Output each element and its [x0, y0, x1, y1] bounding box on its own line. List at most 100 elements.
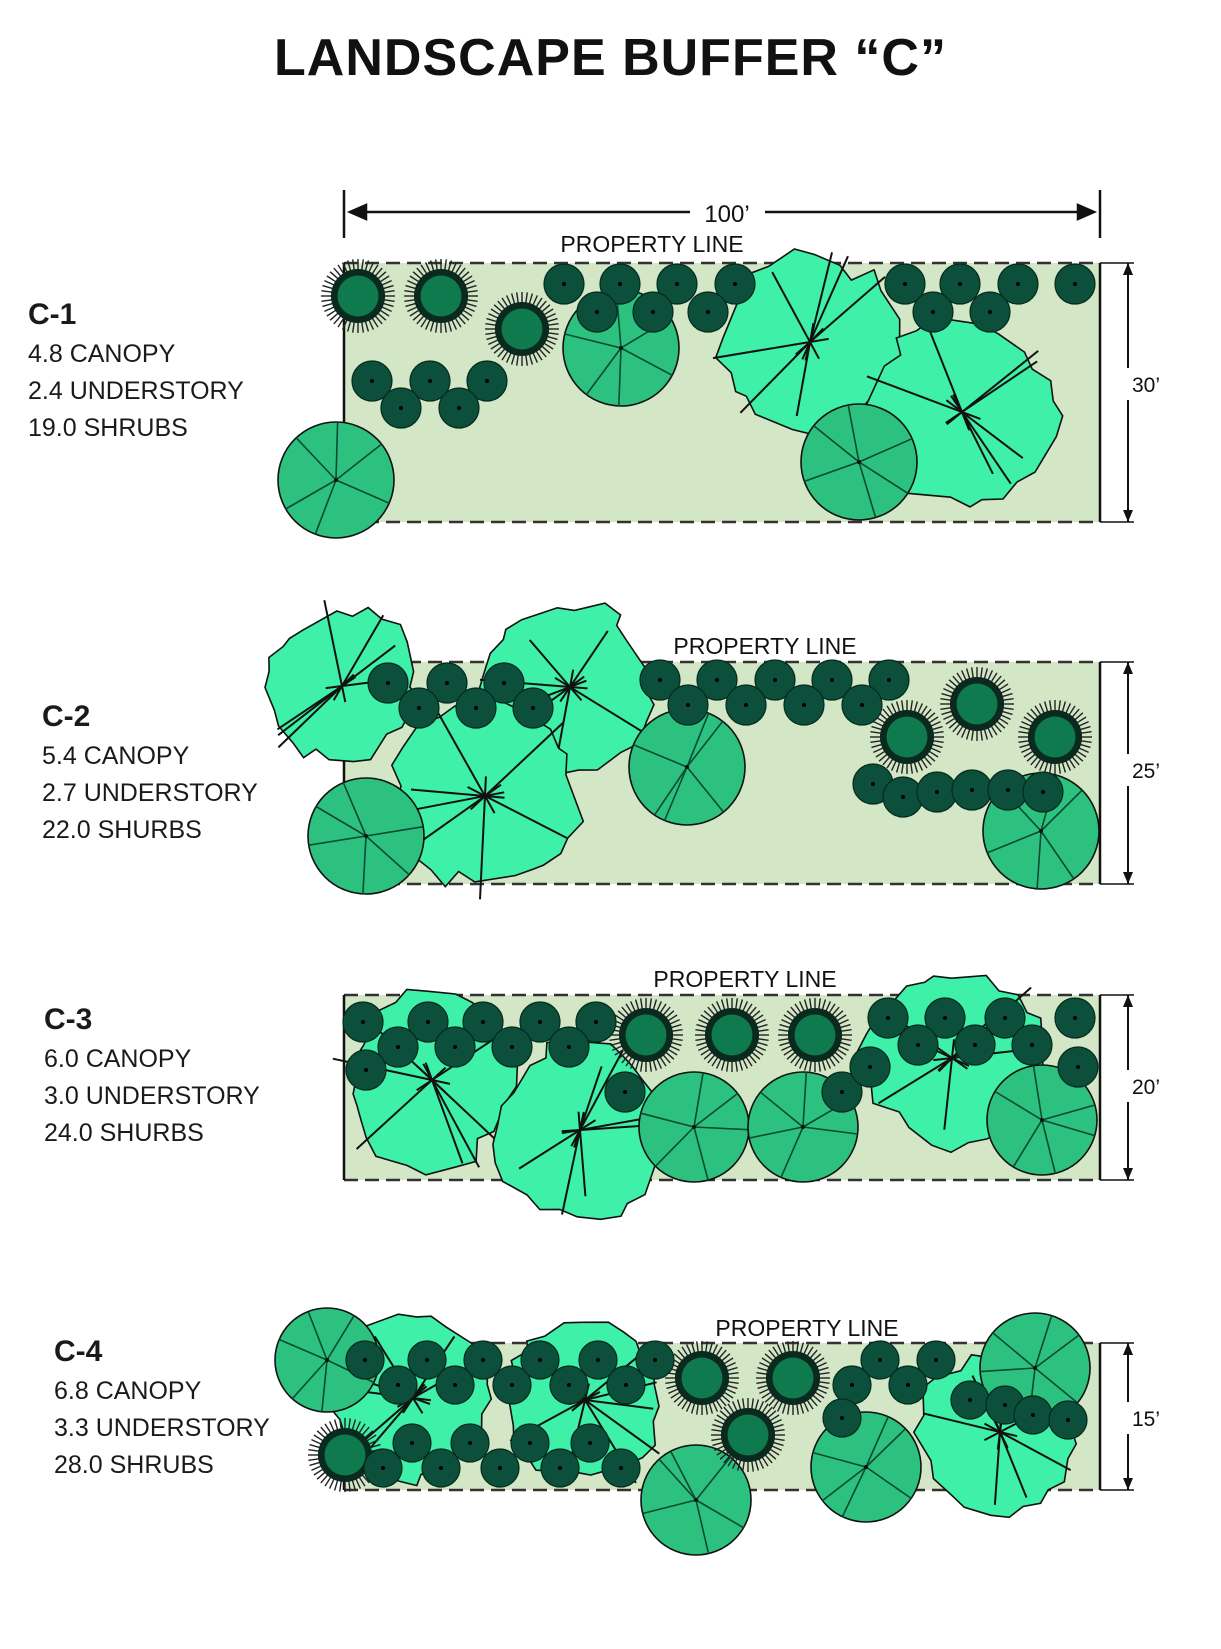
- understory-tree-icon: [986, 1064, 1098, 1176]
- shrub-icon: [367, 662, 409, 704]
- buffer-width-label: 15’: [1132, 1408, 1160, 1431]
- evergreen-tree-icon: [404, 259, 478, 333]
- canopy-tree-icon: [264, 599, 423, 763]
- evergreen-tree-icon: [778, 998, 852, 1072]
- shrub-count: 24.0 SHURBS: [44, 1119, 204, 1147]
- shrub-icon: [599, 263, 641, 305]
- shrub-icon: [409, 360, 451, 402]
- shrub-icon: [656, 263, 698, 305]
- shrub-icon: [462, 1001, 504, 1043]
- shrub-icon: [969, 291, 1011, 333]
- buffer-c2: 25’PROPERTY LINE: [264, 599, 1160, 900]
- shrub-icon: [950, 1380, 990, 1420]
- shrub-icon: [1013, 1395, 1053, 1435]
- buffer-width-label: 20’: [1132, 1076, 1160, 1099]
- shrub-icon: [984, 997, 1026, 1039]
- shrub-icon: [576, 291, 618, 333]
- canopy-count: 5.4 CANOPY: [42, 742, 190, 770]
- buffer-c4: 15’ PROPERTY LINE: [274, 1307, 1160, 1556]
- shrub-icon: [987, 769, 1029, 811]
- buffer-c1: 30’PROPERTY LINE: [277, 231, 1160, 539]
- shrub-icon: [421, 1448, 461, 1488]
- understory-count: 2.4 UNDERSTORY: [28, 377, 244, 405]
- canopy-count: 6.8 CANOPY: [54, 1377, 202, 1405]
- evergreen-tree-icon: [609, 998, 683, 1072]
- shrub-icon: [549, 1365, 589, 1405]
- shrub-icon: [667, 684, 709, 726]
- shrub-icon: [714, 263, 756, 305]
- shrub-icon: [510, 1423, 550, 1463]
- shrub-icon: [821, 1071, 863, 1113]
- evergreen-tree-icon: [711, 1398, 785, 1472]
- page-title: LANDSCAPE BUFFER “C”: [274, 29, 947, 87]
- shrub-icon: [480, 1448, 520, 1488]
- evergreen-tree-icon: [485, 292, 559, 366]
- shrub-icon: [822, 1398, 862, 1438]
- shrub-icon: [540, 1448, 580, 1488]
- shrub-icon: [916, 1340, 956, 1380]
- shrub-icon: [604, 1071, 646, 1113]
- shrub-icon: [1057, 1046, 1099, 1088]
- shrub-icon: [882, 776, 924, 818]
- shrub-icon: [342, 1001, 384, 1043]
- shrub-icon: [578, 1340, 618, 1380]
- evergreen-tree-icon: [756, 1341, 830, 1415]
- shrub-icon: [520, 1340, 560, 1380]
- shrub-icon: [512, 687, 554, 729]
- shrub-icon: [407, 1340, 447, 1380]
- shrub-icon: [601, 1448, 641, 1488]
- shrub-icon: [543, 263, 585, 305]
- label-c1: C-1 4.8 CANOPY 2.4 UNDERSTORY 19.0 SHRUB…: [28, 298, 244, 447]
- shrub-icon: [407, 1001, 449, 1043]
- label-c3: C-3 6.0 CANOPY 3.0 UNDERSTORY 24.0 SHURB…: [44, 1003, 260, 1152]
- option-name: C-1: [28, 298, 77, 331]
- shrub-count: 19.0 SHRUBS: [28, 414, 188, 442]
- shrub-icon: [754, 659, 796, 701]
- shrub-icon: [849, 1046, 891, 1088]
- understory-tree-icon: [640, 1444, 752, 1556]
- shrub-icon: [351, 360, 393, 402]
- shrub-icon: [868, 659, 910, 701]
- shrub-icon: [377, 1026, 419, 1068]
- understory-count: 3.0 UNDERSTORY: [44, 1082, 260, 1110]
- understory-count: 2.7 UNDERSTORY: [42, 779, 258, 807]
- understory-tree-icon: [628, 708, 746, 826]
- shrub-icon: [548, 1026, 590, 1068]
- shrub-icon: [483, 662, 525, 704]
- shrub-icon: [378, 1365, 418, 1405]
- shrub-icon: [897, 1024, 939, 1066]
- dimension-100ft: [342, 190, 1102, 238]
- shrub-icon: [924, 997, 966, 1039]
- option-name: C-2: [42, 700, 91, 733]
- shrub-icon: [635, 1340, 675, 1380]
- buffer-width-label: 25’: [1132, 760, 1160, 783]
- shrub-icon: [438, 387, 480, 429]
- shrub-icon: [492, 1365, 532, 1405]
- shrub-icon: [725, 684, 767, 726]
- property-line-label: PROPERTY LINE: [715, 1315, 898, 1341]
- shrub-icon: [916, 771, 958, 813]
- shrub-icon: [860, 1340, 900, 1380]
- shrub-icon: [345, 1049, 387, 1091]
- shrub-icon: [392, 1423, 432, 1463]
- option-name: C-3: [44, 1003, 93, 1036]
- shrub-icon: [696, 659, 738, 701]
- shrub-icon: [951, 769, 993, 811]
- shrub-icon: [997, 263, 1039, 305]
- understory-tree-icon: [810, 1411, 922, 1523]
- shrub-icon: [867, 997, 909, 1039]
- shrub-icon: [888, 1365, 928, 1405]
- shrub-icon: [1054, 263, 1096, 305]
- shrub-icon: [884, 263, 926, 305]
- shrub-icon: [1048, 1400, 1088, 1440]
- understory-count: 3.3 UNDERSTORY: [54, 1414, 270, 1442]
- dimension-label: 100’: [704, 201, 749, 228]
- evergreen-tree-icon: [940, 667, 1014, 741]
- understory-tree-icon: [277, 421, 395, 539]
- buffer-width-label: 30’: [1132, 374, 1160, 397]
- shrub-icon: [455, 687, 497, 729]
- shrub-icon: [639, 659, 681, 701]
- shrub-icon: [491, 1026, 533, 1068]
- property-line-label: PROPERTY LINE: [653, 966, 836, 992]
- shrub-icon: [570, 1423, 610, 1463]
